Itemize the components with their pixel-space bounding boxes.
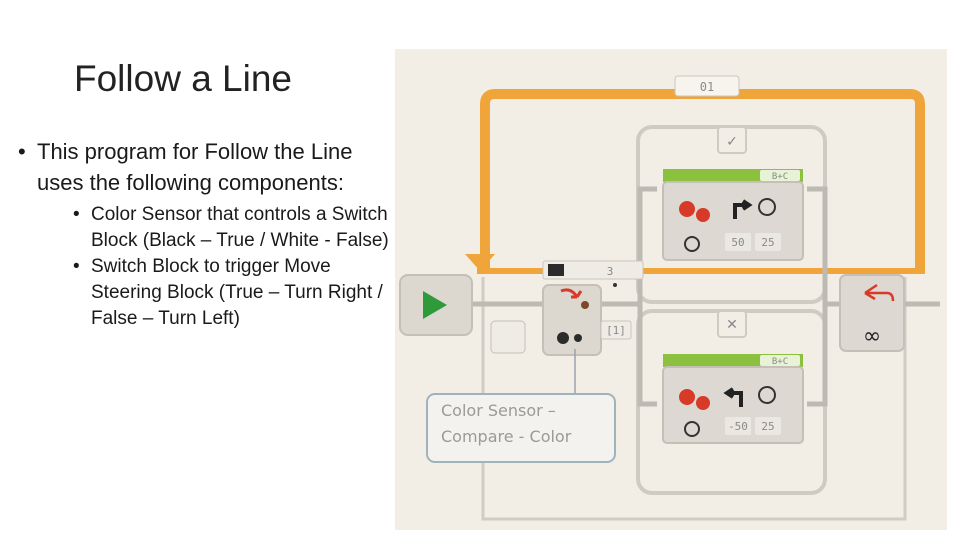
sequence-wire-out — [807, 186, 840, 307]
color-sensor-icon — [560, 288, 583, 299]
switch-value-label: [1] — [606, 324, 626, 337]
true-steering-box[interactable] — [725, 233, 751, 251]
false-case-tab[interactable] — [717, 310, 747, 338]
callout-box — [426, 393, 616, 463]
mode-rotate-icon[interactable] — [684, 236, 700, 252]
switch-value-box[interactable] — [600, 320, 632, 340]
infinity-icon: ∞ — [863, 324, 881, 349]
true-steering-value: 50 — [731, 236, 744, 249]
loop-label-box — [674, 75, 740, 97]
true-power-box[interactable] — [755, 233, 781, 251]
loop-arrow-icon — [465, 254, 495, 271]
power-gauge-icon — [758, 198, 776, 216]
compare-color-icon — [557, 332, 569, 344]
false-case-label: ✕ — [726, 317, 738, 333]
true-port-box — [760, 170, 800, 181]
sensor-port-icon — [548, 264, 564, 276]
loop-connector — [490, 320, 526, 354]
true-motor-icon — [679, 201, 695, 217]
true-case-label: ✓ — [726, 134, 738, 150]
true-power-value: 25 — [761, 236, 774, 249]
true-motor-icon-2 — [696, 208, 710, 222]
false-motor-icon — [679, 389, 695, 405]
sub-bullet-item: Color Sensor that controls a Switch Bloc… — [73, 202, 398, 254]
false-power-box[interactable] — [755, 417, 781, 435]
turn-left-icon — [723, 387, 743, 407]
false-port-box — [760, 355, 800, 366]
sequence-wire-true — [637, 186, 657, 304]
false-motor-icon-2 — [696, 396, 710, 410]
slide-title: Follow a Line — [74, 58, 293, 99]
turn-right-icon — [733, 199, 753, 219]
false-ports-label: B+C — [772, 357, 788, 367]
sequence-wire-false — [637, 304, 657, 407]
sequence-wire-merge — [807, 304, 828, 407]
loop-label: 01 — [700, 80, 714, 94]
false-power-gauge-icon — [758, 386, 776, 404]
true-ports-label: B+C — [772, 172, 788, 182]
true-case-tab[interactable] — [717, 126, 747, 154]
play-icon — [423, 291, 447, 319]
loop-repeat-icon — [864, 283, 895, 302]
sub-bullet-list: Color Sensor that controls a Switch Bloc… — [73, 202, 398, 332]
bullet-list: This program for Follow the Line uses th… — [18, 136, 398, 338]
bullet-text: This program for Follow the Line uses th… — [37, 139, 353, 195]
switch-port-label: 3 — [607, 265, 614, 278]
false-mode-rotate-icon[interactable] — [684, 421, 700, 437]
sensor-dot — [581, 301, 589, 309]
sub-bullet-item: Switch Block to trigger Move Steering Bl… — [73, 254, 398, 332]
switch-header — [542, 260, 644, 280]
false-power-value: 25 — [761, 420, 774, 433]
program-screenshot: 01 ✓ ✕ 3 [1] B — [395, 49, 947, 530]
false-steering-box[interactable] — [725, 417, 751, 435]
program-diagram: 01 ✓ ✕ 3 [1] B — [399, 75, 940, 521]
callout-line-1: Color Sensor – — [441, 401, 556, 420]
false-steering-value: -50 — [728, 420, 748, 433]
switch-dot — [613, 283, 617, 287]
callout-line-2: Compare - Color — [441, 427, 572, 446]
compare-color-dot — [574, 334, 582, 342]
bullet-item: This program for Follow the Line uses th… — [18, 136, 398, 332]
